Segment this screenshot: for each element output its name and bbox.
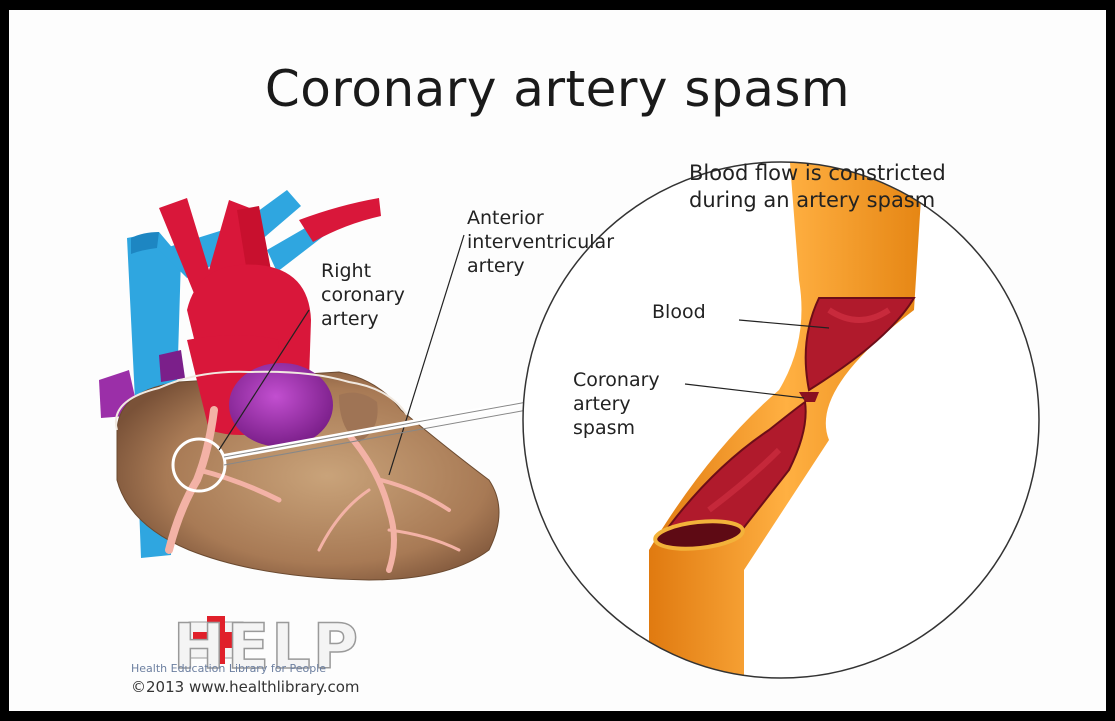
diagram-frame: Coronary artery spasm (9, 10, 1106, 711)
label-anterior-interventricular-artery: Anterior interventricular artery (467, 206, 614, 278)
help-logo-tagline: Health Education Library for People (131, 662, 326, 675)
diagram-subtitle: Blood flow is constricted during an arte… (689, 160, 946, 214)
label-right-coronary-artery: Right coronary artery (321, 259, 405, 331)
copyright-notice: ©2013 www.healthlibrary.com (131, 678, 360, 696)
label-coronary-artery-spasm: Coronary artery spasm (573, 368, 660, 440)
diagram-illustration (9, 10, 1106, 711)
label-blood: Blood (652, 300, 706, 324)
heart-illustration (99, 190, 499, 580)
